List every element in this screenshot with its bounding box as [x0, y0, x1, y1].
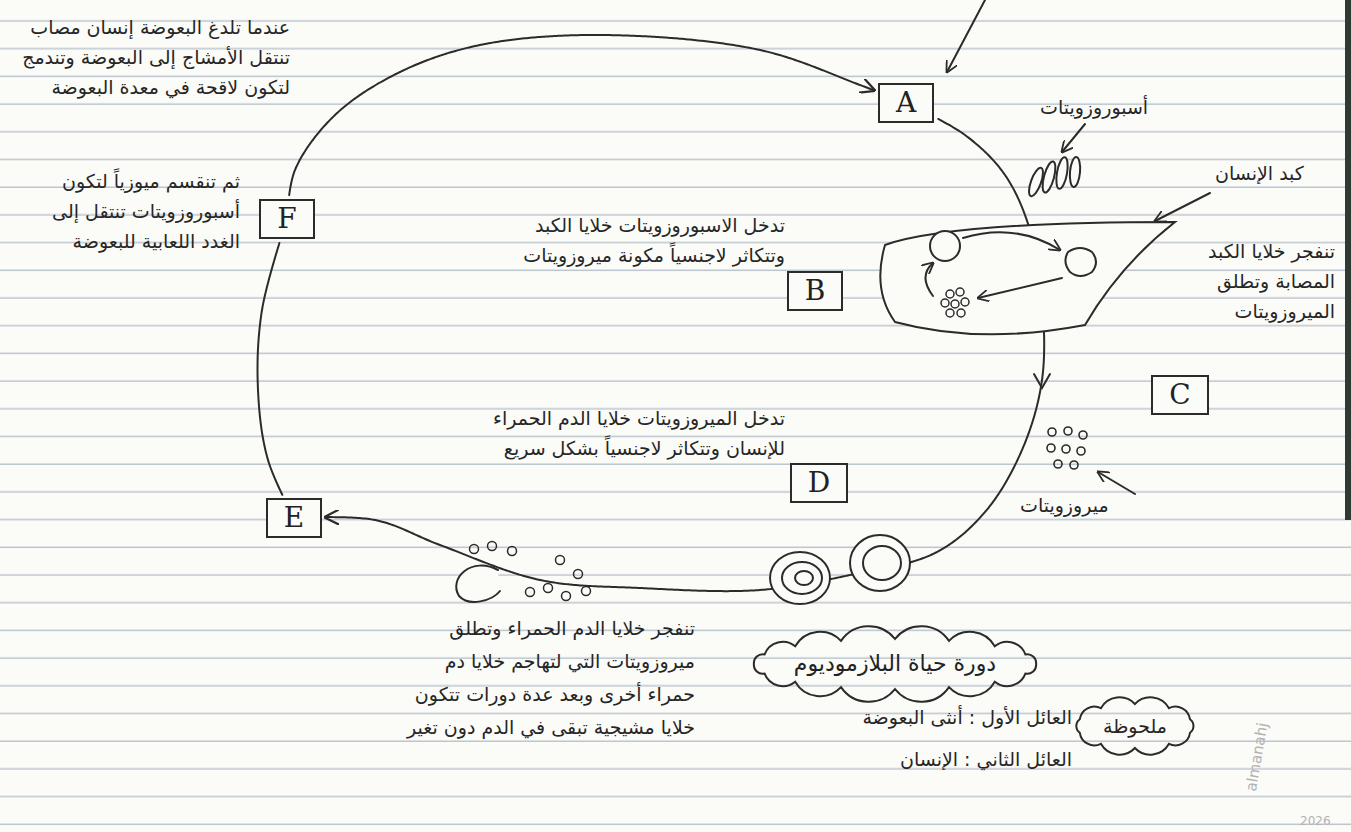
merozoite: [470, 545, 479, 554]
merozoite: [957, 309, 965, 317]
cycle-arrow: [926, 263, 934, 296]
merozoite: [574, 570, 583, 579]
merozoite: [1077, 447, 1085, 455]
merozoites: [1047, 427, 1087, 469]
node-text: B: [805, 273, 826, 309]
stage-letter-box: C: [1151, 375, 1208, 415]
stage-description: تنفجر خلايا الكبد المصابة وتطلق الميروزو…: [1160, 236, 1335, 326]
merozoite: [582, 587, 591, 596]
merozoite: [488, 542, 497, 551]
merozoite: [941, 299, 949, 307]
merozoite-cluster: [941, 288, 969, 317]
stage-description: تنفجر خلايا الدم الحمراء وتطلق ميروزويتا…: [395, 612, 695, 744]
cycle-arrow: [289, 35, 874, 195]
cycle-arrow: [978, 278, 1062, 298]
stage-label: أسبوروزويتات: [1040, 92, 1148, 122]
leader-arrow: [1098, 472, 1135, 494]
cycle-arrow: [326, 119, 1045, 591]
merozoite: [1079, 431, 1087, 439]
cycle-arrow: [258, 243, 283, 495]
organ-label: كبد الإنسان: [1215, 158, 1304, 188]
merozoite: [1062, 445, 1070, 453]
parasite-ring: [795, 571, 813, 585]
diagram-title: دورة حياة البلازموديوم: [794, 649, 996, 679]
red-blood-cell-ring: [863, 546, 901, 580]
stage-description: تدخل الاسبوروزويتات خلايا الكبد وتتكاثر …: [520, 210, 785, 270]
stage-description: ثم تنقسم ميوزياً لتكون أسبوروزويتات تنتق…: [12, 166, 240, 256]
stage-description: تدخل الميروزويتات خلايا الدم الحمراء للإ…: [485, 403, 785, 463]
merozoite: [556, 556, 565, 565]
cloud-outline: [1076, 697, 1193, 754]
stage-letter-box: A: [878, 83, 934, 123]
merozoite: [946, 309, 954, 317]
stage-description: عندما تلدغ البعوضة إنسان مصاب تنتقل الأم…: [20, 12, 290, 102]
node-text: A: [896, 85, 916, 121]
merozoite: [1070, 461, 1078, 469]
pointer-arrow: [947, 0, 985, 72]
merozoite: [946, 290, 954, 298]
title-cloud: [754, 626, 1036, 702]
note-text: العائل الأول : أنثى البعوضة: [862, 702, 1072, 732]
node-text: C: [1169, 377, 1190, 413]
merozoite: [562, 592, 571, 601]
red-blood-cells: [770, 535, 910, 604]
stage-letter-box: F: [259, 199, 314, 239]
merozoite: [951, 300, 959, 308]
page-edge: [1345, 0, 1351, 520]
merozoite: [1054, 460, 1062, 468]
note-cloud: ملحوظة: [1069, 696, 1201, 756]
node-text: D: [808, 465, 830, 501]
stage-letter-box: D: [790, 463, 848, 503]
merozoite: [1048, 428, 1056, 436]
red-blood-cell: [770, 552, 830, 604]
merozoite: [508, 547, 517, 556]
liver-outline: [880, 222, 1175, 334]
liver-cell: [930, 231, 960, 261]
red-blood-cell: [850, 535, 910, 591]
red-blood-cell-ring: [782, 562, 822, 594]
stage-letter-box: E: [266, 498, 322, 538]
leader-arrow: [1155, 193, 1210, 221]
merozoite: [526, 588, 535, 597]
node-text: ملحوظة: [1103, 714, 1167, 738]
merozoite: [1047, 444, 1055, 452]
watermark: 2026: [1300, 806, 1331, 832]
merozoite: [1064, 427, 1072, 435]
infected-liver-cell: [1065, 248, 1096, 276]
stage-letter-box: B: [787, 271, 844, 311]
node-text: E: [284, 500, 304, 536]
released-merozoites: [470, 542, 591, 601]
burst-blood-cell: [456, 566, 500, 602]
stage-label: ميروزويتات: [1020, 490, 1109, 520]
merozoite: [961, 298, 969, 306]
note-text: العائل الثاني : الإنسان: [900, 744, 1072, 774]
sporozoite: [1069, 157, 1082, 188]
merozoite: [956, 288, 964, 296]
sporozoite: [1054, 156, 1069, 189]
cycle-arrow: [963, 232, 1060, 250]
node-text: F: [277, 201, 296, 237]
leader-arrow: [1062, 124, 1085, 152]
merozoite: [544, 584, 553, 593]
flow-arrowhead: [1034, 374, 1050, 388]
sporozoites: [1026, 156, 1081, 197]
sporozoite: [1040, 160, 1058, 193]
